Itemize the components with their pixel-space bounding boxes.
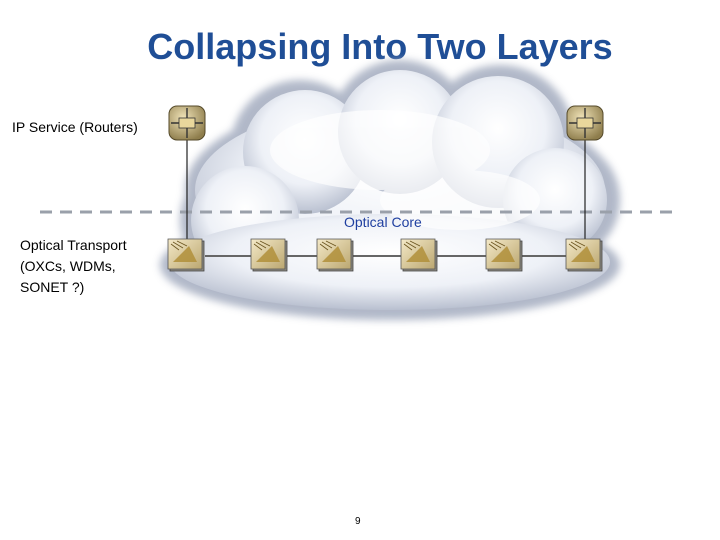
page-number: 9 [355,516,361,527]
cloud-icon [160,60,620,320]
optical-transport-line-3: SONET ?) [20,279,85,295]
optical-switch-icon [485,238,523,272]
optical-transport-label: Optical Transport (OXCs, WDMs, SONET ?) [20,235,127,298]
ip-service-label: IP Service (Routers) [12,119,138,135]
optical-switch-icon [400,238,438,272]
optical-switch-icon [250,238,288,272]
optical-switch-icon [167,238,205,272]
optical-switch-icon [316,238,354,272]
optical-transport-line-1: Optical Transport [20,237,127,253]
slide-title: Collapsing Into Two Layers [147,26,613,67]
optical-transport-line-2: (OXCs, WDMs, [20,258,116,274]
router-icon [168,105,206,141]
optical-switch-icon [565,238,603,272]
optical-core-label: Optical Core [344,214,422,230]
router-icon [566,105,604,141]
